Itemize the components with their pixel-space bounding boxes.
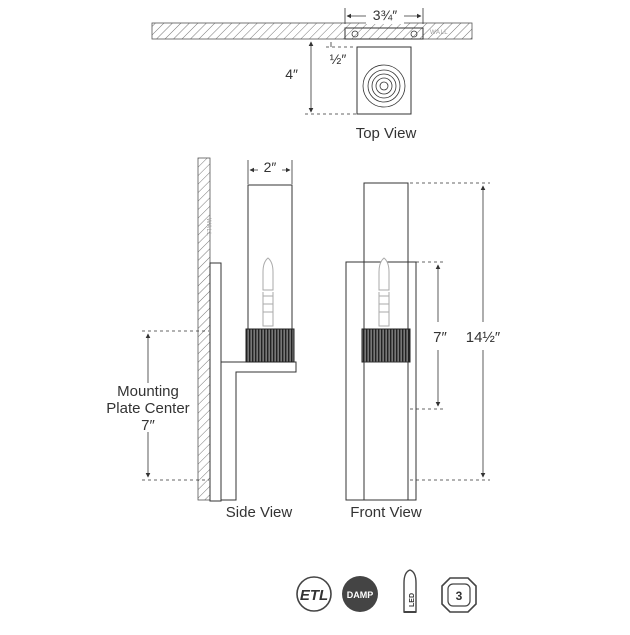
top-view-offset-dim: ½″ xyxy=(330,51,347,67)
top-view-wall xyxy=(151,22,473,40)
top-view-depth-dim: 4″ xyxy=(285,66,298,82)
side-view-bulb-icon xyxy=(262,257,274,327)
front-view-glass-shade xyxy=(363,182,409,330)
side-view-wall xyxy=(197,157,211,501)
front-view-lower-body xyxy=(363,361,409,501)
bulb-count-icon: 3 xyxy=(441,577,477,613)
screw-icon xyxy=(410,30,418,38)
svg-text:ETL: ETL xyxy=(300,587,328,604)
top-view-wall-label: WALL xyxy=(430,30,448,36)
front-view-ribbed-collar xyxy=(361,328,411,363)
side-view-label: Side View xyxy=(226,504,293,521)
front-view-bulb-icon xyxy=(378,257,390,327)
top-view-width-dim: 3¾″ xyxy=(373,7,397,23)
side-view-width-dim: 2″ xyxy=(264,159,277,175)
mounting-label-line2: Plate Center xyxy=(106,400,189,417)
front-view-label: Front View xyxy=(350,504,422,521)
side-view-arm xyxy=(221,361,297,501)
svg-text:LED: LED xyxy=(409,593,416,607)
side-view-backplate xyxy=(209,262,222,502)
certification-badges: ETL DAMP LED 3 xyxy=(296,569,477,613)
side-view-wall-label: WALL xyxy=(205,218,211,236)
front-view-inner-dim: 7″ xyxy=(433,329,447,346)
mounting-label-line1: Mounting xyxy=(117,383,179,400)
top-view-shade-rings xyxy=(362,64,406,108)
etl-listed-icon: ETL xyxy=(296,576,332,612)
top-view-mounting-plate xyxy=(344,27,424,40)
side-view-glass-shade xyxy=(247,184,293,330)
svg-text:DAMP: DAMP xyxy=(347,590,374,600)
front-view-overall-dim: 14½″ xyxy=(466,329,501,346)
damp-rated-icon: DAMP xyxy=(342,576,378,612)
svg-text:3: 3 xyxy=(456,589,463,603)
top-view-label: Top View xyxy=(356,125,417,142)
top-view: WALL 3¾″ 4″ ½″ Top View xyxy=(151,6,473,142)
front-view: 7″ 14½″ Front View xyxy=(345,182,501,521)
led-bulb-icon: LED xyxy=(403,569,417,613)
screw-icon xyxy=(351,30,359,38)
mounting-dim: 7″ xyxy=(141,417,155,434)
side-view-ribbed-collar xyxy=(245,328,295,363)
front-view-backplate xyxy=(345,261,417,501)
side-view: WALL 2″ Mounting Plate Center 7″ Side Vi xyxy=(106,157,297,521)
top-view-fixture-body xyxy=(356,46,412,115)
